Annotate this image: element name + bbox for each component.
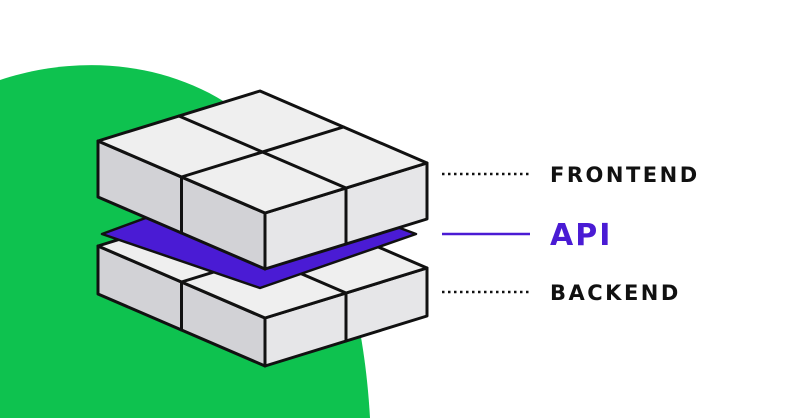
top-grid-line	[180, 125, 345, 179]
frontend-label: FRONTEND	[550, 163, 700, 187]
api-label: API	[550, 218, 612, 253]
backend-label: BACKEND	[550, 281, 681, 305]
frontend-block	[96, 89, 429, 271]
